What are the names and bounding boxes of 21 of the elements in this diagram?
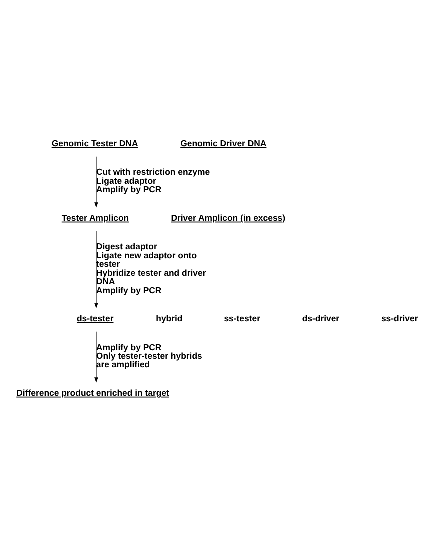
node-text: hybrid [156, 313, 183, 324]
node-text: Genomic Tester DNA [52, 138, 138, 148]
label: Ligate adaptor [96, 176, 156, 186]
label: Cut with restriction enzyme [96, 167, 210, 178]
label: Amplify by PCR [96, 342, 162, 352]
node-text: ss-tester [224, 313, 260, 324]
label: Ligate new adaptor onto tester [96, 250, 198, 270]
label: Hybridize tester and driver DNA [96, 268, 206, 287]
arrow [94, 332, 98, 383]
arrow [94, 231, 98, 309]
node-text: Genomic Driver DNA [180, 138, 267, 148]
label: Amplify by PCR [96, 285, 162, 296]
label: Digest adaptor [96, 242, 158, 252]
label: Amplify by PCR [96, 184, 162, 195]
node-text: ss-driver [381, 313, 418, 324]
node-text: Driver Amplicon (in excess) [171, 212, 286, 223]
node-text: ds-driver [302, 313, 340, 324]
node-text: ds-tester [76, 313, 114, 324]
node-text: Tester Amplicon [62, 212, 130, 223]
node-text: Difference product enriched in target [16, 388, 170, 398]
arrow [94, 156, 98, 208]
